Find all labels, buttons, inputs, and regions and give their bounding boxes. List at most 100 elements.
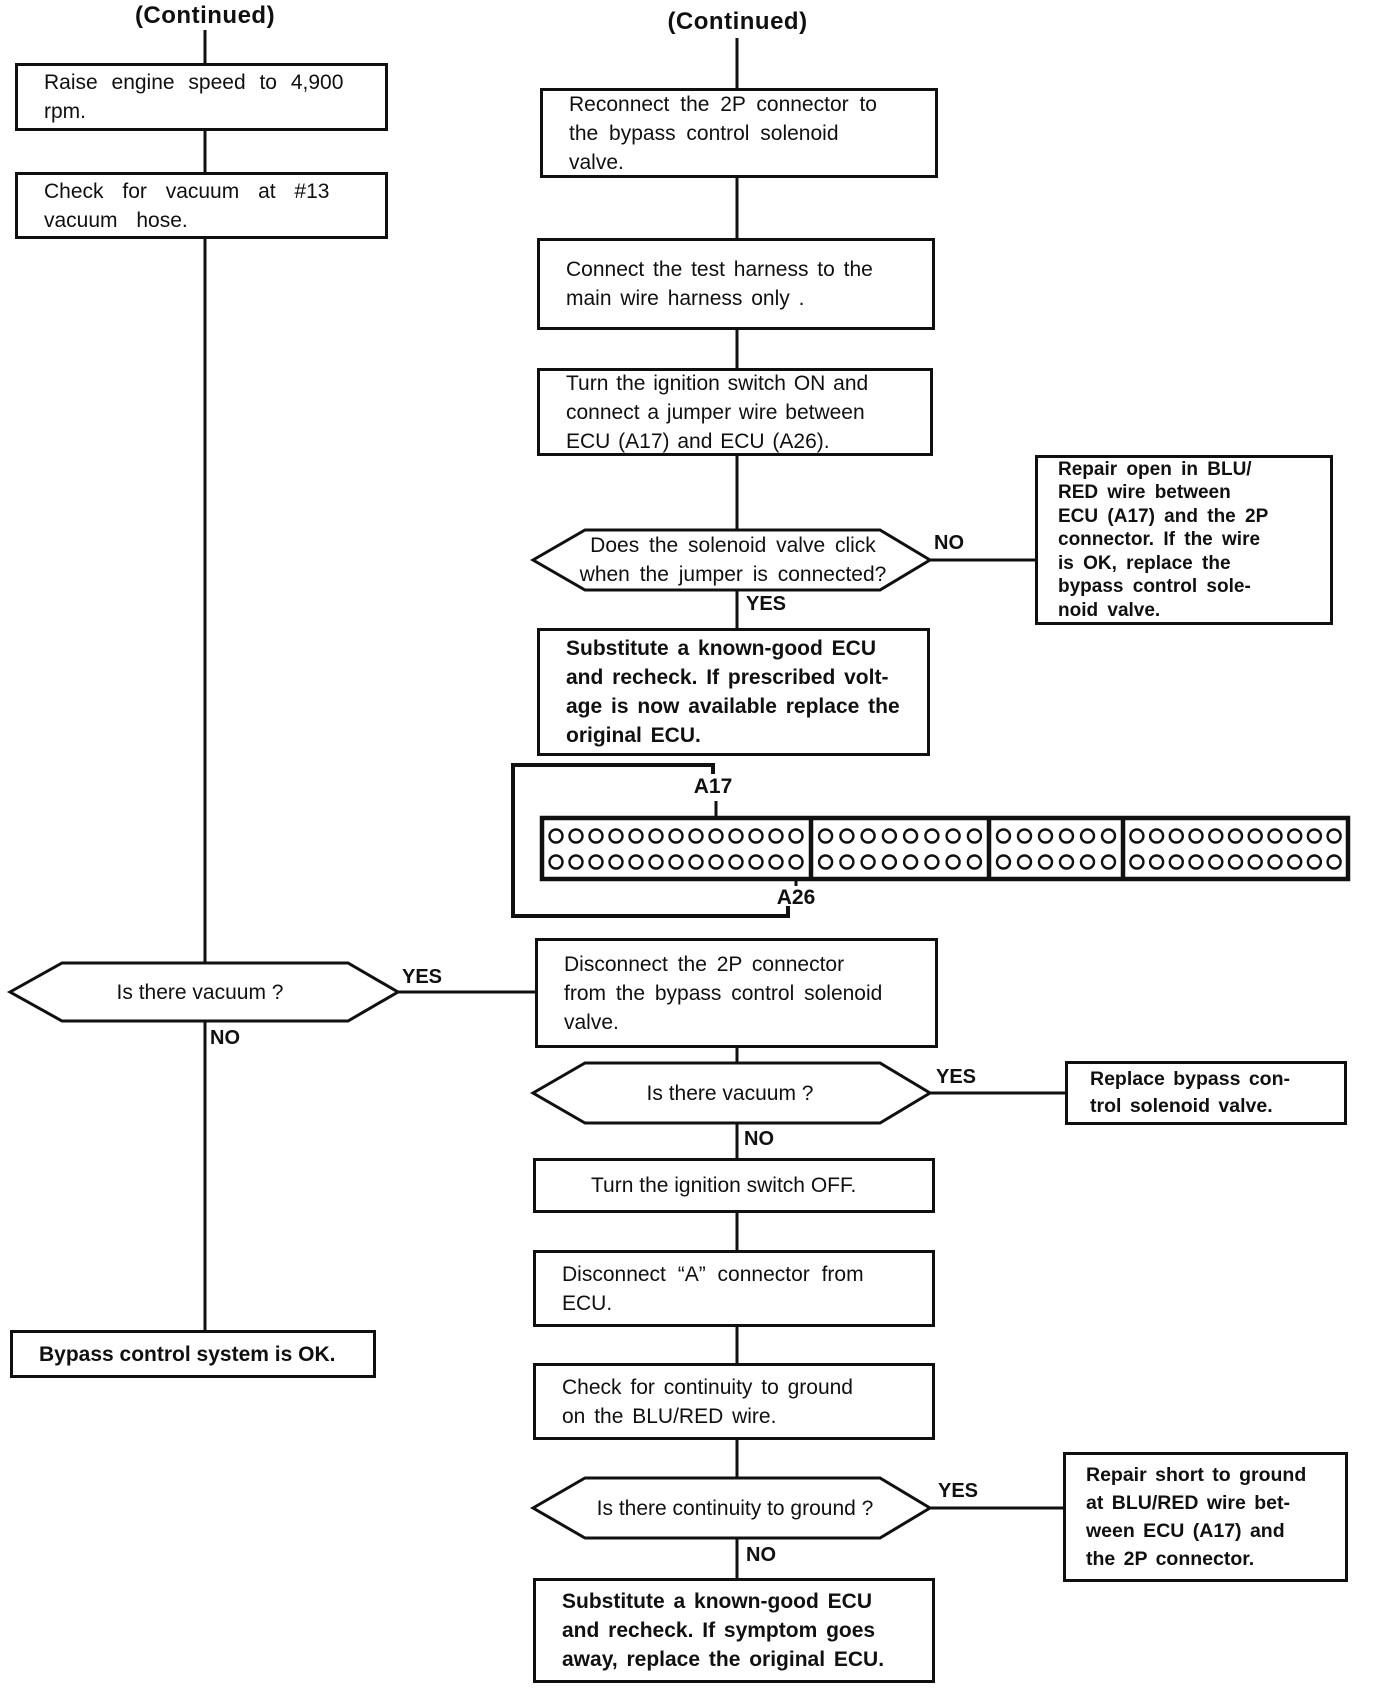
connector-pin bbox=[902, 854, 919, 870]
ecu-connector-outline bbox=[539, 815, 1351, 882]
label-no-click: NO bbox=[934, 532, 964, 554]
connector-pin bbox=[568, 828, 584, 844]
connector-pin bbox=[668, 828, 684, 844]
pin-a26-label: A26 bbox=[776, 886, 816, 909]
connector-pin bbox=[902, 828, 919, 844]
connector-pin bbox=[1267, 854, 1283, 870]
connector-pin bbox=[568, 854, 584, 870]
connector-pin bbox=[1148, 854, 1165, 870]
connector-pin bbox=[648, 828, 664, 844]
connector-pin bbox=[860, 854, 876, 870]
connector-pin bbox=[768, 854, 784, 870]
decision-vacuum-left-shape bbox=[6, 961, 401, 1023]
connector-pin bbox=[1079, 828, 1096, 844]
connector-pin bbox=[817, 854, 834, 870]
connector-pin bbox=[748, 828, 764, 844]
connector-pin bbox=[588, 828, 604, 844]
connector-pin bbox=[966, 854, 983, 870]
connector-pin bbox=[1100, 854, 1117, 870]
connector-pin bbox=[768, 828, 784, 844]
step-raise-engine-speed: Raise engine speed to 4,900 rpm. bbox=[15, 63, 388, 131]
jumper-wire bbox=[511, 763, 790, 918]
connector-pin bbox=[1079, 854, 1096, 870]
decision-continuity-shape bbox=[529, 1476, 933, 1540]
connector-pin bbox=[1016, 854, 1033, 870]
connector-pin bbox=[1227, 828, 1244, 844]
connector-pin bbox=[966, 828, 983, 844]
label-yes-left: YES bbox=[402, 966, 443, 988]
connector-pin bbox=[1100, 828, 1117, 844]
connector-pin bbox=[548, 828, 564, 844]
label-no-vacuum-right: NO bbox=[744, 1128, 774, 1150]
decision-vacuum-right-text: Is there vacuum ? bbox=[646, 1081, 814, 1105]
connector-pin bbox=[668, 854, 684, 870]
connector-pin bbox=[1168, 828, 1185, 844]
connector-pin bbox=[924, 828, 940, 844]
step-check-vacuum-13: Check for vacuum at #13 vacuum hose. bbox=[15, 172, 388, 239]
connector-pin bbox=[608, 828, 624, 844]
decision-continuity-text: Is there continuity to ground ? bbox=[596, 1496, 874, 1520]
connector-pin bbox=[1326, 828, 1342, 844]
connector-pin bbox=[1037, 828, 1054, 844]
decision-vacuum-right-shape bbox=[529, 1061, 933, 1125]
label-yes-vacuum-right: YES bbox=[936, 1066, 977, 1088]
connector-pin bbox=[688, 854, 704, 870]
connector-pin bbox=[1168, 854, 1185, 870]
connector-pin bbox=[708, 828, 724, 844]
connector-pin bbox=[708, 854, 724, 870]
connector-pin bbox=[839, 854, 855, 870]
step-ignition-off: Turn the ignition switch OFF. bbox=[533, 1158, 935, 1213]
connector-pin bbox=[1037, 854, 1054, 870]
connector-pin bbox=[688, 828, 704, 844]
connector-pin bbox=[648, 854, 664, 870]
connector-pin bbox=[839, 828, 855, 844]
connector-pin bbox=[628, 854, 644, 870]
connector-pin bbox=[1326, 854, 1342, 870]
connector-pin bbox=[628, 828, 644, 844]
connector-pin bbox=[728, 854, 744, 870]
connector-pin bbox=[1208, 828, 1224, 844]
connector-pin bbox=[1129, 854, 1145, 870]
step-disconnect-a-connector: Disconnect “A” connector from ECU. bbox=[533, 1250, 935, 1327]
left-continued-title: (Continued) bbox=[134, 2, 276, 29]
connector-pin bbox=[1208, 854, 1224, 870]
connector-pin bbox=[1286, 854, 1303, 870]
connector-pin bbox=[788, 854, 804, 870]
label-no-continuity: NO bbox=[746, 1544, 776, 1566]
connector-pin bbox=[588, 854, 604, 870]
connector-pin bbox=[945, 854, 961, 870]
connector-pin bbox=[1286, 828, 1303, 844]
connector-pin bbox=[817, 828, 834, 844]
connector-pin bbox=[1247, 854, 1263, 870]
connector-pin bbox=[945, 828, 961, 844]
connector-pin bbox=[1058, 828, 1075, 844]
connector-pin bbox=[1129, 828, 1145, 844]
connector-pin bbox=[548, 854, 564, 870]
pin-a17-label: A17 bbox=[693, 775, 733, 798]
connector-pin bbox=[748, 854, 764, 870]
connector-pin bbox=[881, 828, 898, 844]
label-no-left: NO bbox=[210, 1027, 240, 1049]
connector-pin bbox=[1058, 854, 1075, 870]
action-substitute-ecu-symptom: Substitute a known-good ECU and recheck.… bbox=[533, 1578, 935, 1683]
step-check-continuity: Check for continuity to ground on the BL… bbox=[533, 1363, 935, 1440]
decision-vacuum-left-text: Is there vacuum ? bbox=[116, 980, 284, 1004]
connector-pin bbox=[1188, 828, 1204, 844]
connector-pin bbox=[788, 828, 804, 844]
connector-pin bbox=[1306, 854, 1323, 870]
decision-solenoid-click-shape bbox=[529, 528, 933, 592]
connector-pin bbox=[1227, 854, 1244, 870]
connector-pin bbox=[1267, 828, 1283, 844]
step-disconnect-2p: Disconnect the 2P connector from the byp… bbox=[535, 938, 938, 1048]
step-ignition-on-jumper: Turn the ignition switch ON and connect … bbox=[537, 368, 933, 456]
decision-solenoid-click-text: Does the solenoid valve click when the j… bbox=[579, 534, 887, 586]
connector-pin bbox=[1148, 828, 1165, 844]
result-bypass-ok: Bypass control system is OK. bbox=[10, 1330, 376, 1378]
connector-pin bbox=[881, 854, 898, 870]
step-reconnect-2p: Reconnect the 2P connector to the bypass… bbox=[540, 88, 938, 178]
connector-pin-field bbox=[548, 828, 1342, 870]
connector-pin bbox=[1188, 854, 1204, 870]
connector-pin bbox=[1306, 828, 1323, 844]
